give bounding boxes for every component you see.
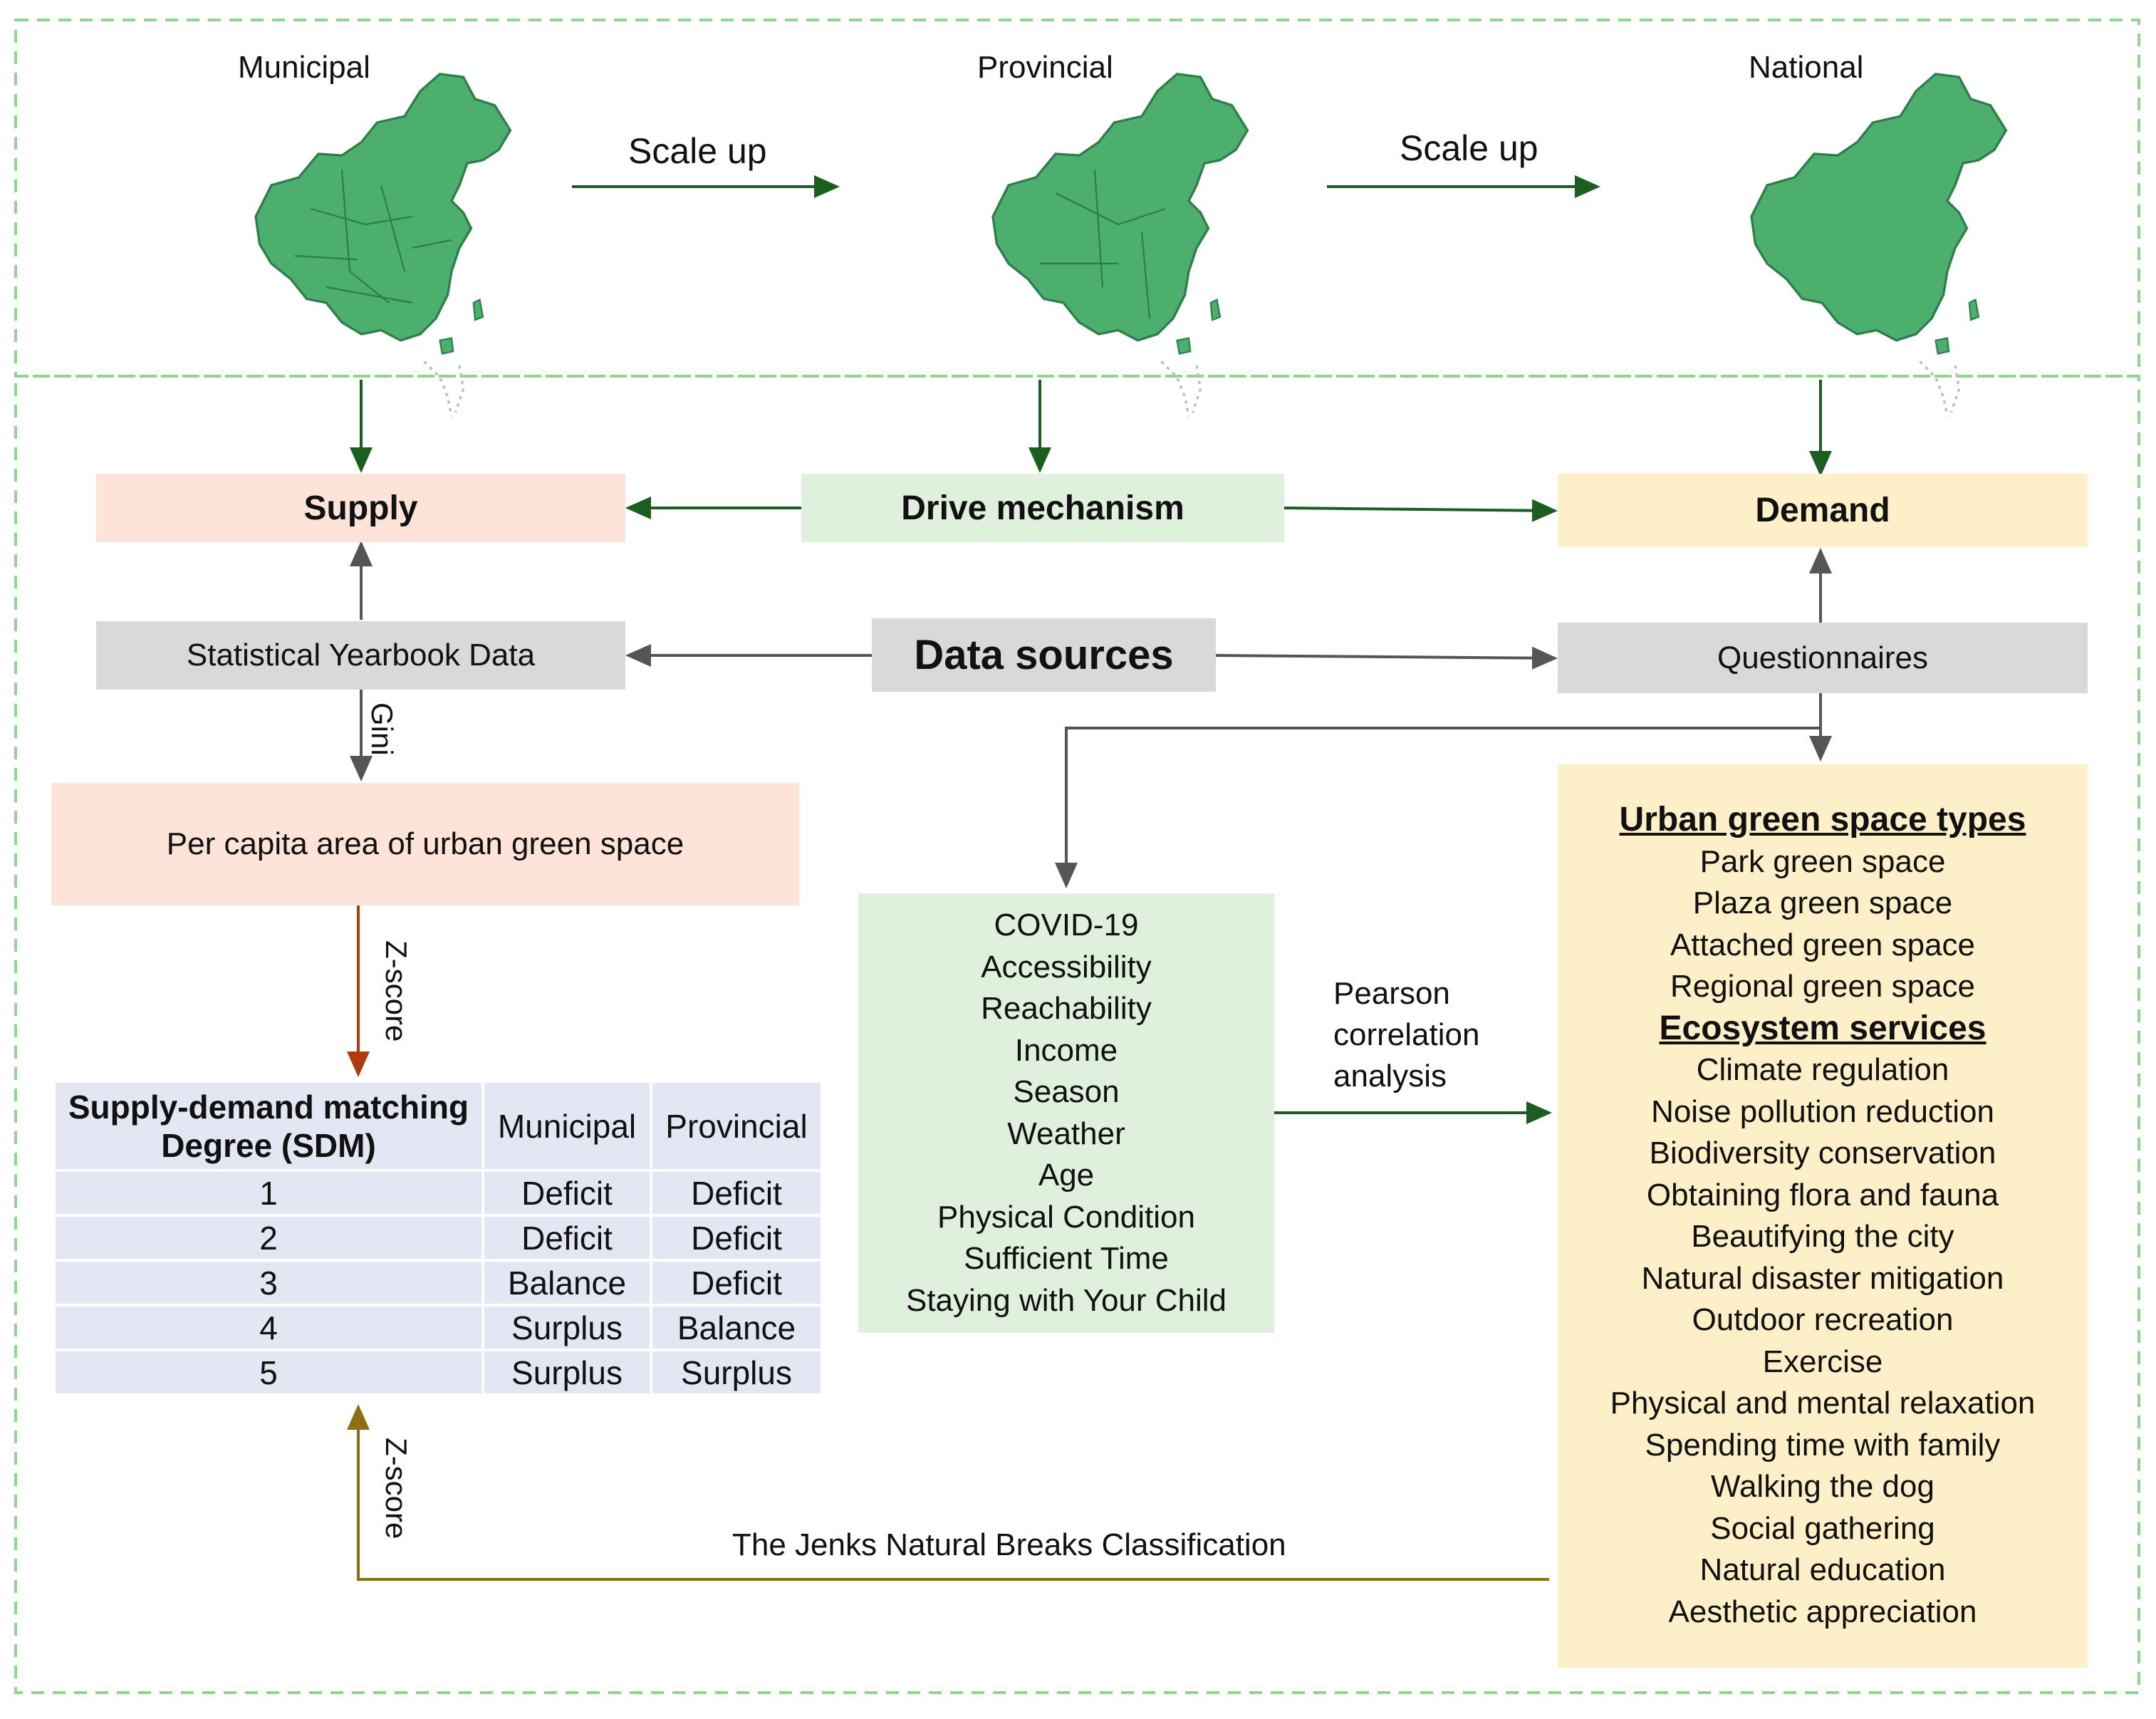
label-scale-up-1: Scale up	[628, 131, 767, 171]
table-row: 1 Deficit Deficit	[56, 1172, 821, 1214]
factor-item: Accessibility	[981, 949, 1152, 985]
bottom-dashed-frame	[14, 375, 2140, 1694]
factor-item: Income	[1014, 1032, 1118, 1068]
ecosystem-service: Outdoor recreation	[1692, 1302, 1954, 1337]
sdm-header-municipal: Municipal	[484, 1083, 650, 1169]
sdm-municipal-cell: Balance	[484, 1262, 650, 1304]
sdm-degree-cell: 1	[56, 1172, 481, 1214]
sdm-provincial-cell: Deficit	[652, 1217, 821, 1259]
ecosystem-service: Natural education	[1699, 1552, 1946, 1587]
pearson-line-2: correlation	[1333, 1017, 1480, 1052]
municipal-map	[254, 73, 512, 418]
questionnaires-node: Questionnaires	[1558, 623, 2088, 693]
table-row: 3 Balance Deficit	[56, 1262, 821, 1304]
statistical-yearbook-node: Statistical Yearbook Data	[96, 621, 625, 690]
per-capita-label: Per capita area of urban green space	[166, 826, 684, 861]
table-row: 2 Deficit Deficit	[56, 1217, 821, 1259]
sdm-provincial-cell: Deficit	[652, 1262, 821, 1304]
factors-box: COVID-19 Accessibility Reachability Inco…	[858, 893, 1274, 1333]
ecosystem-service: Beautifying the city	[1691, 1219, 1954, 1254]
sdm-provincial-cell: Balance	[652, 1307, 821, 1349]
label-national: National	[1749, 50, 1864, 85]
ecosystem-service: Aesthetic appreciation	[1668, 1594, 1977, 1629]
pearson-line-1: Pearson	[1333, 976, 1450, 1011]
ecosystem-service: Obtaining flora and fauna	[1646, 1177, 1999, 1212]
data-sources-node: Data sources	[872, 618, 1216, 692]
ecosystem-service: Walking the dog	[1711, 1469, 1934, 1504]
factor-item: Reachability	[981, 991, 1152, 1026]
sdm-degree-cell: 2	[56, 1217, 481, 1259]
sdm-municipal-cell: Deficit	[484, 1217, 650, 1259]
demand-label: Demand	[1755, 492, 1890, 529]
green-space-type: Plaza green space	[1692, 886, 1953, 920]
ecosystem-service: Climate regulation	[1696, 1052, 1949, 1087]
factor-item: Age	[1038, 1158, 1095, 1193]
ecosystem-service: Exercise	[1762, 1344, 1883, 1379]
table-row: 4 Surplus Balance	[56, 1307, 821, 1349]
sdm-provincial-cell: Deficit	[652, 1172, 821, 1214]
pearson-line-3: analysis	[1333, 1059, 1447, 1094]
questionnaires-label: Questionnaires	[1717, 640, 1928, 675]
supply-node: Supply	[96, 474, 625, 542]
sdm-header-provincial: Provincial	[652, 1083, 821, 1169]
factor-item: COVID-19	[994, 908, 1139, 942]
arrow-drive-demand	[1283, 499, 1558, 522]
label-municipal: Municipal	[238, 50, 370, 85]
ecosystem-service: Biodiversity conservation	[1649, 1136, 1996, 1170]
demand-node: Demand	[1558, 474, 2088, 547]
factor-item: Sufficient Time	[964, 1241, 1169, 1276]
provincial-map	[991, 73, 1249, 418]
zscore-top-label: Z-score	[380, 940, 413, 1042]
services-heading: Ecosystem services	[1659, 1009, 1986, 1047]
sdm-degree-cell: 3	[56, 1262, 481, 1304]
sdm-header-row: Supply-demand matching Degree (SDM) Muni…	[56, 1083, 821, 1169]
arrow-jenks	[347, 1404, 1549, 1581]
zscore-bottom-label: Z-score	[380, 1438, 413, 1539]
sdm-degree-cell: 5	[56, 1351, 481, 1393]
factor-item: Season	[1013, 1074, 1120, 1109]
ecosystem-service: Social gathering	[1710, 1510, 1935, 1546]
statistical-yearbook-label: Statistical Yearbook Data	[186, 638, 536, 672]
demand-panel: Urban green space types Park green space…	[1558, 764, 2088, 1668]
sdm-header-degree: Supply-demand matching Degree (SDM)	[56, 1083, 481, 1169]
ecosystem-service: Spending time with family	[1645, 1427, 2001, 1463]
arrow-sources-questionnaires	[1215, 646, 1558, 670]
ecosystem-service: Natural disaster mitigation	[1641, 1260, 2004, 1296]
supply-label: Supply	[303, 489, 418, 527]
types-heading: Urban green space types	[1619, 801, 2026, 838]
ecosystem-service: Noise pollution reduction	[1651, 1094, 1994, 1129]
data-sources-label: Data sources	[914, 632, 1174, 678]
drive-mechanism-label: Drive mechanism	[901, 489, 1184, 527]
ecosystem-service: Physical and mental relaxation	[1610, 1386, 2036, 1421]
sdm-provincial-cell: Surplus	[652, 1351, 821, 1393]
arrow-questionnaires-factors	[1055, 727, 1821, 888]
label-provincial: Provincial	[977, 50, 1113, 85]
sdm-municipal-cell: Surplus	[484, 1351, 650, 1393]
green-space-type: Regional green space	[1670, 969, 1976, 1004]
gini-label: Gini	[365, 702, 399, 756]
sdm-degree-cell: 4	[56, 1307, 481, 1349]
drive-mechanism-node: Drive mechanism	[801, 474, 1284, 542]
per-capita-node: Per capita area of urban green space	[51, 783, 799, 905]
jenks-label: The Jenks Natural Breaks Classification	[732, 1527, 1286, 1562]
factor-item: Physical Condition	[937, 1199, 1195, 1235]
factor-item: Weather	[1007, 1116, 1125, 1151]
green-space-type: Attached green space	[1670, 927, 1976, 962]
sdm-municipal-cell: Deficit	[484, 1172, 650, 1214]
pearson-label: Pearson correlation analysis	[1333, 973, 1479, 1097]
sdm-table: Supply-demand matching Degree (SDM) Muni…	[53, 1080, 823, 1396]
factor-item: Staying with Your Child	[905, 1282, 1227, 1318]
table-row: 5 Surplus Surplus	[56, 1351, 821, 1393]
national-map	[1750, 73, 2008, 418]
sdm-municipal-cell: Surplus	[484, 1307, 650, 1349]
label-scale-up-2: Scale up	[1400, 128, 1538, 168]
green-space-type: Park green space	[1699, 843, 1946, 879]
